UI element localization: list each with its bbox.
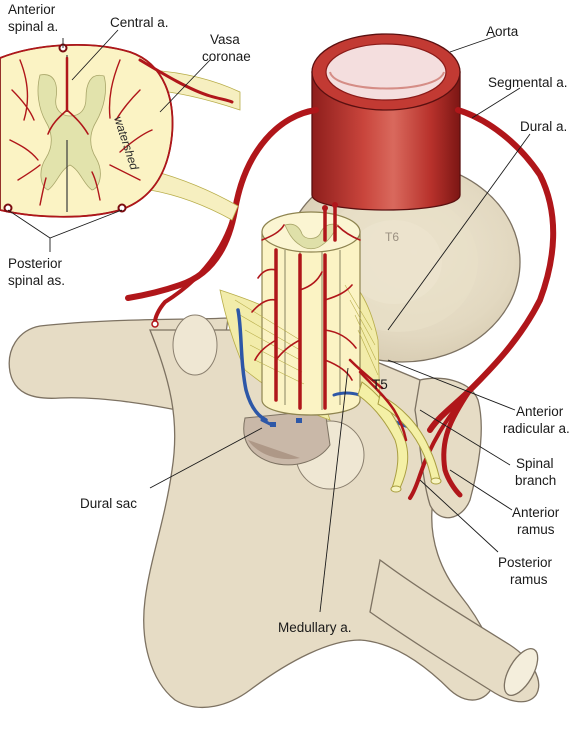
label-posterior-ramus-1: Posterior [498, 555, 553, 570]
label-dural-sac: Dural sac [80, 496, 137, 511]
inset-cord-cross-section: watershed [0, 43, 241, 221]
label-anterior-radicular-1: Anterior [516, 404, 564, 419]
label-spinal-branch-2: branch [515, 473, 556, 488]
label-segmental: Segmental a. [488, 75, 568, 90]
label-posterior-spinal-1: Posterior [8, 256, 63, 271]
label-central: Central a. [110, 15, 169, 30]
articular-process-left [172, 314, 218, 376]
spinous-process-tip [503, 648, 539, 696]
label-vasa-coronae-1: Vasa [210, 32, 240, 47]
label-anterior-radicular-2: radicular a. [503, 421, 570, 436]
label-anterior-ramus-2: ramus [517, 522, 555, 537]
spinous-process [369, 558, 540, 703]
label-posterior-ramus-2: ramus [510, 572, 548, 587]
leader-lines [7, 29, 531, 613]
label-spinal-branch-1: Spinal [516, 456, 554, 471]
label-t5: T5 [372, 377, 388, 392]
segmental-arteries [125, 107, 557, 500]
spinal-nerve [348, 358, 442, 493]
labels: Anterior spinal a. Central a. Vasa coron… [8, 2, 570, 635]
label-anterior-spinal-1: Anterior [8, 2, 56, 17]
label-dural-artery: Dural a. [520, 119, 567, 134]
label-medullary: Medullary a. [278, 620, 352, 635]
spinal-cord-main [219, 202, 381, 421]
label-t6: T6 [385, 230, 399, 244]
aorta [311, 33, 461, 211]
label-anterior-spinal-2: spinal a. [8, 19, 58, 34]
label-vasa-coronae-2: coronae [202, 49, 251, 64]
label-posterior-spinal-2: spinal as. [8, 273, 65, 288]
label-aorta: Aorta [486, 24, 519, 39]
label-anterior-ramus-1: Anterior [512, 505, 560, 520]
